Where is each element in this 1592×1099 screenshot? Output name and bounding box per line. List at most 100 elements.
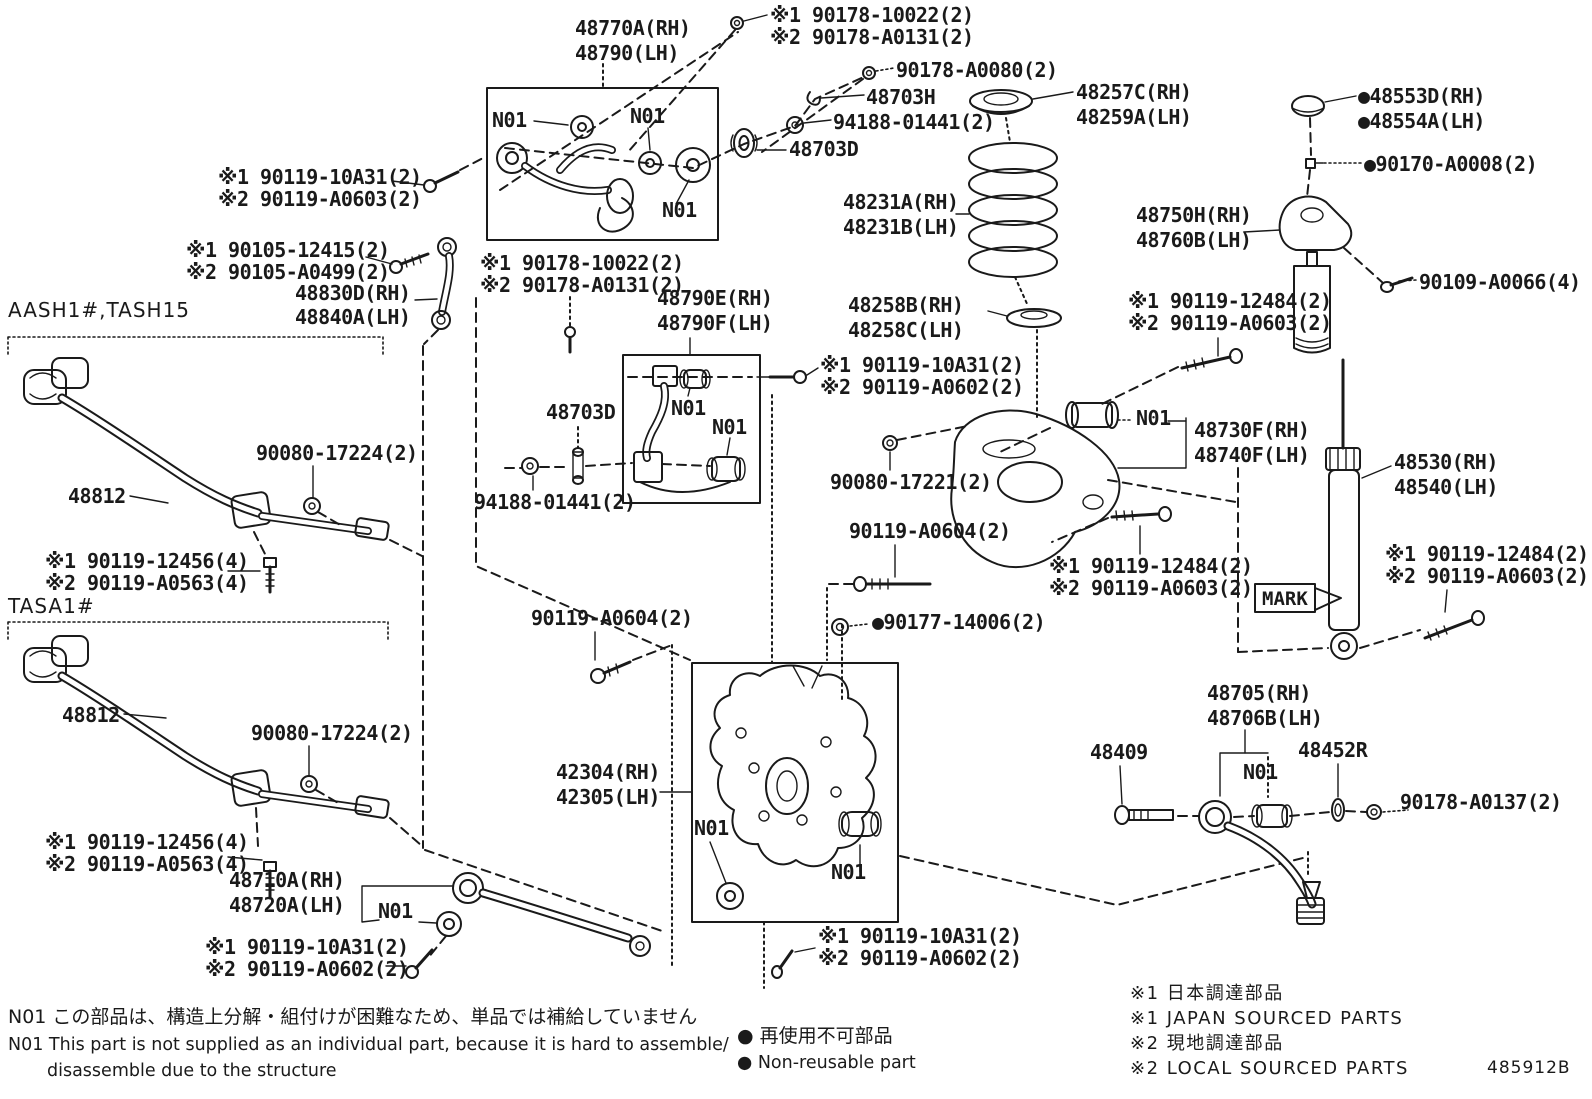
part-label: ※1 90119-10A31(2) xyxy=(820,353,1024,377)
part-label: 48812 xyxy=(68,484,126,508)
part-label: 48830D(RH) xyxy=(295,281,411,305)
n01-marker: N01 xyxy=(492,108,527,132)
stabilizer-bar-front xyxy=(7,336,423,594)
part-label: 48257C(RH) xyxy=(1076,80,1192,104)
part-label: ※1 90178-10022(2) xyxy=(480,251,684,275)
part-label: 90109-A0066(4) xyxy=(1419,270,1581,294)
part-label: 48770A(RH) xyxy=(575,16,691,40)
legend-non-reusable-jp: ● 再使用不可部品 xyxy=(737,1025,893,1047)
n01-marker: N01 xyxy=(630,104,665,128)
part-label: 48710A(RH) xyxy=(229,868,345,892)
section-label: AASH1#,TASH15 xyxy=(8,298,191,322)
part-label: 48790(LH) xyxy=(575,41,679,65)
part-label: 48452R xyxy=(1298,738,1368,762)
n01-marker: N01 xyxy=(712,415,747,439)
part-label: ※2 90119-A0563(4) xyxy=(45,852,249,876)
stabilizer-link xyxy=(365,156,486,849)
part-label: 90119-A0604(2) xyxy=(849,519,1011,543)
legend-japan-en: ※1 JAPAN SOURCED PARTS xyxy=(1130,1008,1404,1029)
part-label: 48703D xyxy=(789,137,859,161)
strut-rod-arm xyxy=(361,872,651,979)
part-label: ※2 90119-A0603(2) xyxy=(1128,311,1332,335)
lower-control-arm xyxy=(1114,729,1409,925)
part-label: ※2 90119-A0602(2) xyxy=(205,957,409,981)
part-label: ※1 90119-10A31(2) xyxy=(218,165,422,189)
trailing-arm-assembly xyxy=(475,296,819,661)
doc-number: 485912B xyxy=(1487,1058,1571,1078)
n01-marker: N01 xyxy=(694,816,729,840)
n01-marker: N01 xyxy=(671,396,706,420)
part-label: 48540(LH) xyxy=(1394,475,1498,499)
stabilizer-bar-rear xyxy=(7,621,666,933)
part-label: ※1 90119-12456(4) xyxy=(45,549,249,573)
part-label: 90178-A0080(2) xyxy=(896,58,1058,82)
part-label: ※1 90119-10A31(2) xyxy=(818,924,1022,948)
spring-seat-lower xyxy=(987,276,1062,421)
part-label: 48409 xyxy=(1090,740,1148,764)
part-label: 48720A(LH) xyxy=(229,893,345,917)
part-label: 48706B(LH) xyxy=(1207,706,1323,730)
legend-non-reusable-en: ● Non-reusable part xyxy=(737,1053,916,1073)
footnote-en: N01 This part is not supplied as an indi… xyxy=(8,1035,729,1055)
part-label: ※2 90119-A0603(2) xyxy=(218,187,422,211)
part-label: 90119-A0604(2) xyxy=(531,606,693,630)
footnote-en: disassemble due to the structure xyxy=(47,1061,337,1081)
part-label: 48259A(LH) xyxy=(1076,105,1192,129)
part-label: 90178-A0137(2) xyxy=(1400,790,1562,814)
part-label: ※2 90119-A0563(4) xyxy=(45,571,249,595)
part-label: ●90177-14006(2) xyxy=(872,610,1046,634)
part-label: ※1 90119-12456(4) xyxy=(45,830,249,854)
part-label: ※2 90119-A0603(2) xyxy=(1385,564,1589,588)
part-label: ●48554A(LH) xyxy=(1358,109,1485,133)
n01-marker: N01 xyxy=(1136,406,1171,430)
part-label: ※1 90105-12415(2) xyxy=(186,238,390,262)
part-label: 94188-01441(2) xyxy=(833,110,995,134)
part-label: 48231A(RH) xyxy=(843,190,959,214)
part-label: ※1 90178-10022(2) xyxy=(770,3,974,27)
upper-fasteners xyxy=(730,14,895,153)
part-label: 48530(RH) xyxy=(1394,450,1498,474)
part-label: 90080-17224(2) xyxy=(256,441,418,465)
part-label: 94188-01441(2) xyxy=(474,490,636,514)
n01-marker: N01 xyxy=(1243,760,1278,784)
part-label: 48231B(LH) xyxy=(843,215,959,239)
part-label: 48790F(LH) xyxy=(657,311,773,335)
n01-marker: N01 xyxy=(378,899,413,923)
footnote-jp: N01 この部品は、構造上分解・組付けが困難なため、単品では補給していません xyxy=(8,1006,698,1028)
part-label: 48790E(RH) xyxy=(657,286,773,310)
part-label: ※2 90105-A0499(2) xyxy=(186,260,390,284)
part-label: 48840A(LH) xyxy=(295,305,411,329)
part-label: ※1 90119-12484(2) xyxy=(1385,542,1589,566)
part-label: 48703D xyxy=(546,400,616,424)
part-label: 48730F(RH) xyxy=(1194,418,1310,442)
part-label: 42305(LH) xyxy=(556,785,660,809)
legend-local-en: ※2 LOCAL SOURCED PARTS xyxy=(1130,1058,1409,1079)
n01-marker: N01 xyxy=(831,860,866,884)
part-label: 48258B(RH) xyxy=(848,293,964,317)
knuckle-assembly xyxy=(659,662,1304,989)
misc-bolts xyxy=(590,631,673,877)
coil-spring xyxy=(955,142,1058,278)
support-and-strut xyxy=(1243,95,1417,354)
part-label: 48760B(LH) xyxy=(1136,228,1252,252)
part-label: ※2 90119-A0603(2) xyxy=(1049,576,1253,600)
part-label: ※1 90119-10A31(2) xyxy=(205,935,409,959)
part-label: ※2 90119-A0602(2) xyxy=(818,946,1022,970)
part-label: 48812 xyxy=(62,703,120,727)
upper-arm-right xyxy=(882,337,1243,569)
part-label: 48703H xyxy=(866,85,936,109)
part-label: 48750H(RH) xyxy=(1136,203,1252,227)
shock-absorber xyxy=(1107,358,1485,660)
knuckle-fasteners-right xyxy=(771,394,932,701)
mark-label: MARK xyxy=(1262,588,1308,610)
part-label: ※1 90119-12484(2) xyxy=(1049,554,1253,578)
part-label: ※2 90178-A0131(2) xyxy=(770,25,974,49)
part-label: ●48553D(RH) xyxy=(1358,84,1485,108)
part-label: 48705(RH) xyxy=(1207,681,1311,705)
part-label: 90080-17221(2) xyxy=(830,470,992,494)
spring-seat-upper xyxy=(969,89,1074,143)
part-label: ※2 90178-A0131(2) xyxy=(480,273,684,297)
upper-arm-assembly xyxy=(486,29,867,241)
